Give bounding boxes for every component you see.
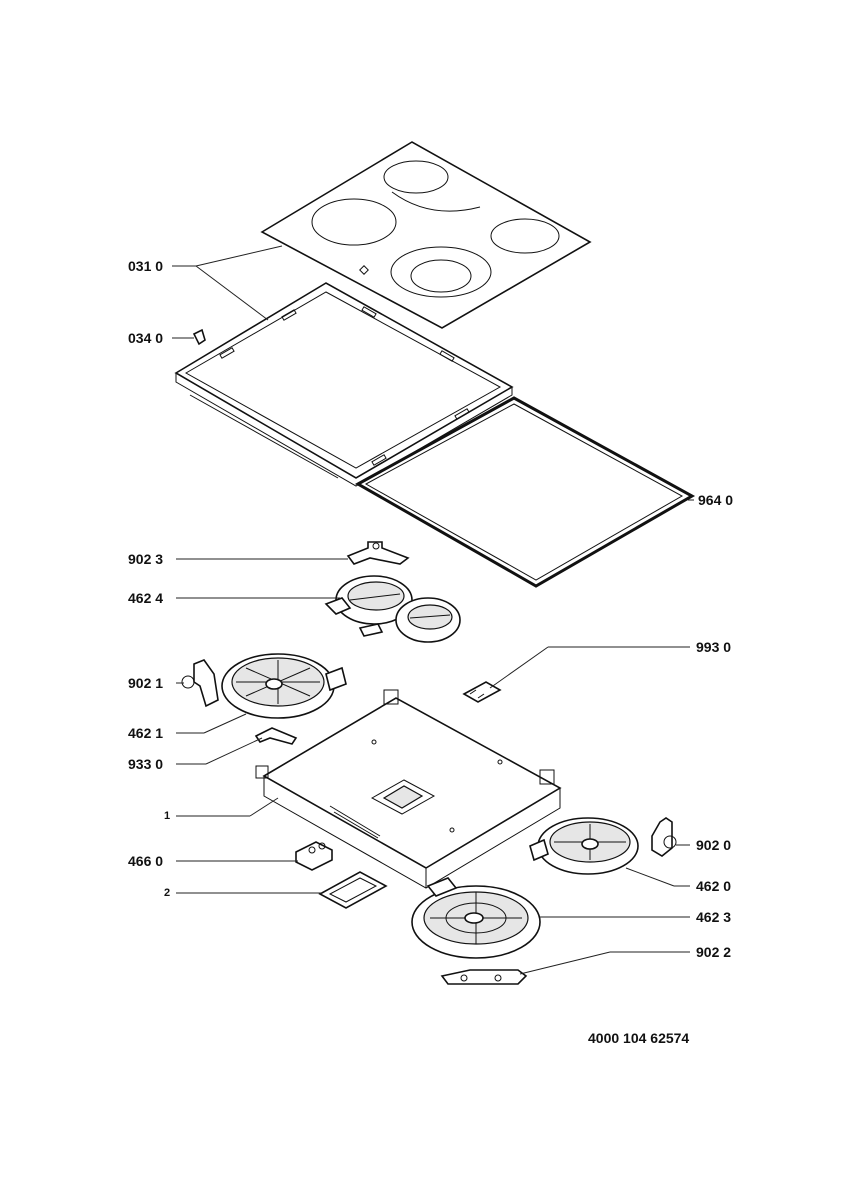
gasket-seal (354, 396, 696, 588)
callout-4623: 462 3 (696, 909, 732, 925)
callout-9022: 902 2 (696, 944, 732, 960)
heating-element-large (411, 877, 541, 959)
dual-heating-element (324, 575, 461, 643)
cover-plate (318, 871, 388, 909)
hob-frame (174, 282, 514, 487)
callout-4624: 462 4 (128, 590, 164, 606)
callout-9020: 902 0 (696, 837, 732, 853)
bracket-right (651, 817, 677, 857)
callout-2: 2 (164, 887, 171, 899)
glass-top-plate (260, 141, 592, 329)
heating-element-right (529, 817, 639, 875)
callout-4621: 462 1 (128, 725, 164, 741)
callout-4620: 462 0 (696, 878, 732, 894)
callout-4660: 466 0 (128, 853, 164, 869)
heating-element-left (221, 653, 347, 719)
callout-031: 031 0 (128, 258, 164, 274)
sensor-part (254, 727, 298, 745)
callout-9330: 933 0 (128, 756, 164, 772)
connector-block (295, 841, 333, 871)
callout-1: 1 (164, 810, 171, 822)
document-number: 4000 104 62574 (588, 1030, 690, 1046)
callout-964: 964 0 (698, 492, 734, 508)
bracket-bottom (440, 969, 528, 985)
callout-9023: 902 3 (128, 551, 164, 567)
clip-part (172, 328, 206, 346)
callout-034: 034 0 (128, 330, 164, 346)
bracket-top (346, 541, 410, 565)
bracket-left (181, 659, 219, 708)
leader-lines (172, 245, 694, 975)
base-tray (255, 689, 562, 889)
callout-9930: 993 0 (696, 639, 732, 655)
callout-9021: 902 1 (128, 675, 164, 691)
